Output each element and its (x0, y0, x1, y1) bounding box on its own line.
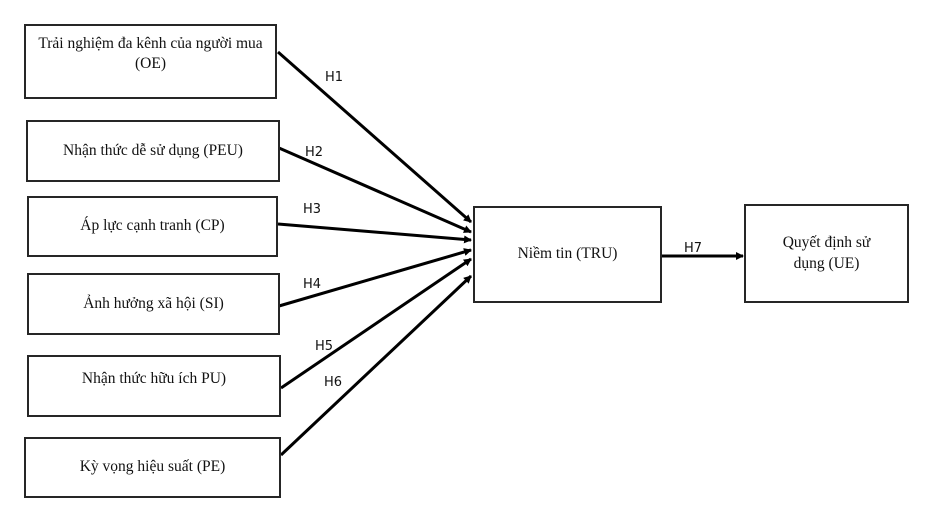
node-ue: Quyết định sử dụng (UE) (744, 204, 909, 303)
arrow-h6 (279, 274, 473, 457)
node-tru-label: Niềm tin (TRU) (517, 245, 618, 263)
node-peu-label: Nhận thức dễ sử dụng (PEU) (63, 141, 243, 159)
node-oe-label: Trải nghiệm đa kênh của người mua (OE) (38, 35, 263, 73)
arrow-h5 (280, 257, 472, 390)
node-cp: Áp lực cạnh tranh (CP) (27, 196, 278, 257)
edge-label-h6: H6 (324, 375, 343, 390)
arrow-h1 (277, 50, 472, 224)
arrow-h4 (278, 248, 472, 308)
node-oe: Trải nghiệm đa kênh của người mua (OE) (24, 24, 277, 99)
node-tru: Niềm tin (TRU) (473, 206, 662, 303)
node-pu-label: Nhận thức hữu ích PU) (81, 370, 227, 387)
node-cp-label: Áp lực cạnh tranh (CP) (80, 217, 225, 235)
arrow-h2 (278, 146, 472, 234)
edge-label-h1: H1 (325, 70, 344, 85)
node-si: Ảnh hưởng xã hội (SI) (27, 273, 280, 335)
arrow-h3 (277, 222, 472, 244)
node-peu: Nhận thức dễ sử dụng (PEU) (26, 120, 280, 182)
edge-label-h2: H2 (305, 145, 324, 160)
node-pe-label: Kỳ vọng hiệu suất (PE) (79, 458, 226, 476)
edge-label-h4: H4 (303, 277, 322, 292)
edge-label-h7: H7 (684, 241, 703, 256)
edge-label-h5: H5 (315, 339, 334, 354)
node-pu: Nhận thức hữu ích PU) (27, 355, 281, 417)
edge-label-h3: H3 (303, 202, 322, 217)
node-si-label: Ảnh hưởng xã hội (SI) (83, 294, 224, 312)
node-pe: Kỳ vọng hiệu suất (PE) (24, 437, 281, 498)
node-ue-label: Quyết định sử dụng (UE) (782, 234, 871, 272)
